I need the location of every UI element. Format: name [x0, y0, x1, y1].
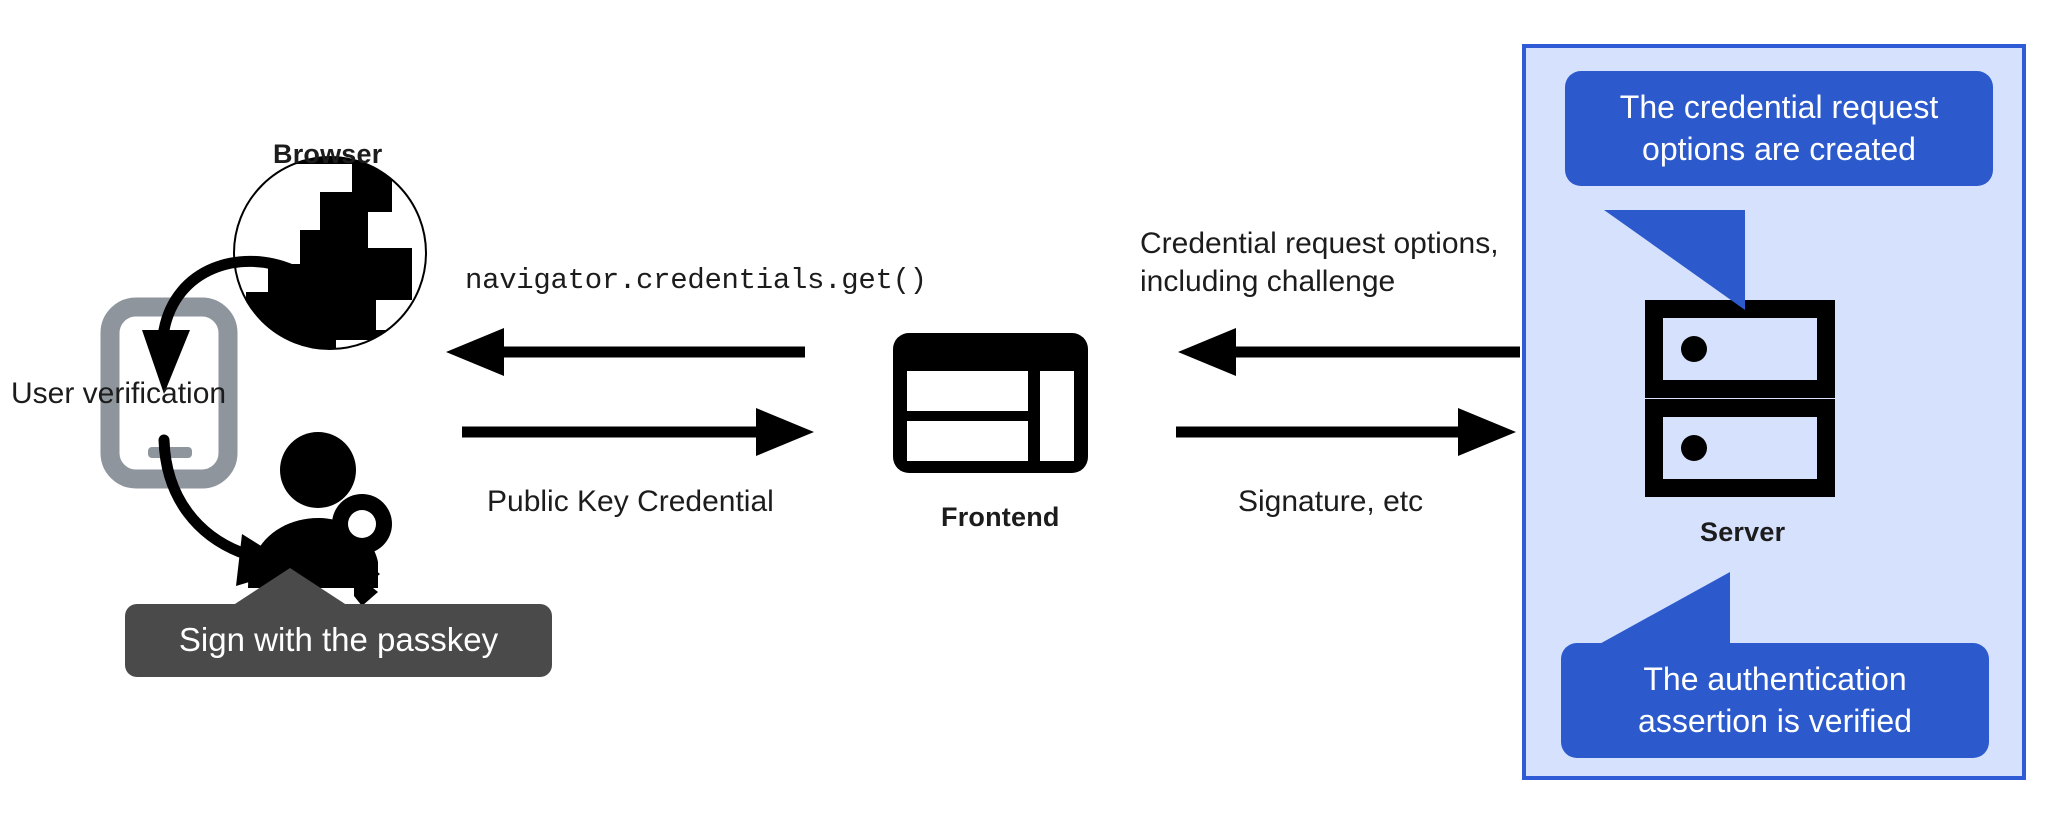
arrow-frontend-to-server [1176, 408, 1516, 456]
browser-node-label: Browser [273, 139, 383, 169]
credential-request-options-label: Credential request options, including ch… [1140, 225, 1540, 302]
public-key-credential-label: Public Key Credential [487, 485, 774, 518]
callout-credential-request-options-created: The credential request options are creat… [1565, 71, 1993, 187]
credential-request-options-line-2: including challenge [1140, 265, 1396, 299]
person-with-key-icon [248, 432, 392, 606]
arrow-frontend-to-browser [446, 328, 805, 376]
credential-request-options-line-1: Credential request options, [1140, 227, 1499, 260]
globe-icon [233, 156, 427, 350]
navigator-credentials-get-label: navigator.credentials.get() [465, 264, 927, 297]
browser-window-icon [893, 333, 1088, 473]
callout-bottom-line-1: The authentication [1643, 661, 1907, 697]
arrow-phone-to-user [158, 434, 296, 586]
callout-top-line-1: The credential request [1619, 89, 1939, 125]
callout-top-line-2: options are created [1642, 130, 1916, 167]
callout-authentication-assertion-verified: The authentication assertion is verified [1561, 643, 1989, 759]
frontend-node-label: Frontend [941, 502, 1060, 532]
server-node-label: Server [1700, 517, 1786, 547]
tooltip-sign-with-the-passkey: Sign with the passkey [125, 604, 552, 678]
user-verification-label: User verification [11, 377, 227, 410]
arrow-server-to-frontend [1178, 328, 1520, 376]
signature-etc-label: Signature, etc [1238, 485, 1424, 518]
callout-bottom-line-2: assertion is verified [1638, 702, 1912, 739]
arrow-browser-to-frontend [462, 408, 814, 456]
